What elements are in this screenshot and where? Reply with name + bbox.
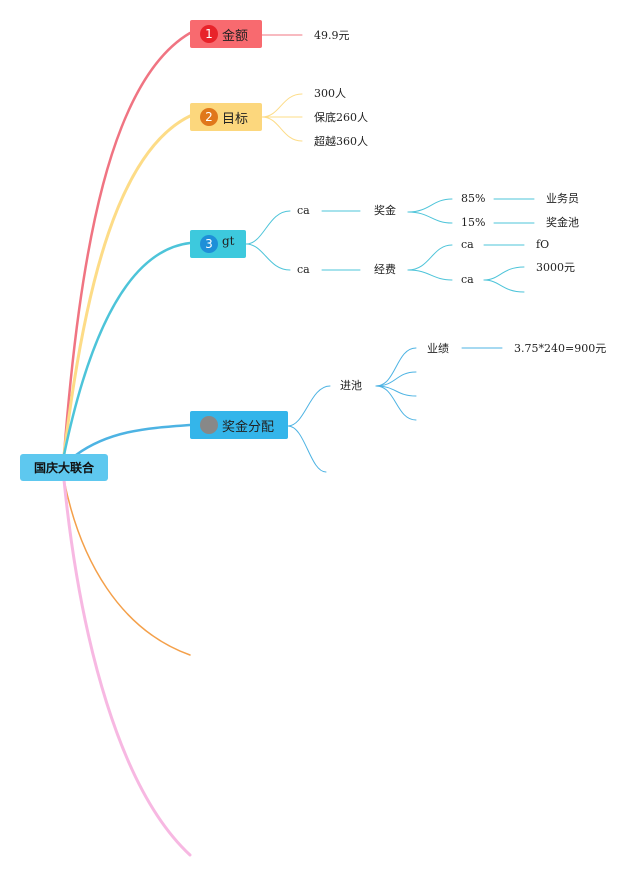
connector-funds-ca-a <box>407 244 453 271</box>
gt-funds-sub2[interactable]: ca <box>461 273 474 286</box>
amount-value[interactable]: 49.9元 <box>314 29 350 42</box>
connector-bonus-pool <box>287 385 331 427</box>
root-topic[interactable]: 国庆大联合 <box>20 454 108 481</box>
connector-gt-ca1 <box>245 210 291 245</box>
root-label: 国庆大联合 <box>33 461 94 475</box>
connector-target-1 <box>261 93 303 118</box>
topic-bonus-distribution-label: 奖金分配 <box>222 419 275 435</box>
topic-target[interactable]: 2 目标 <box>190 103 262 131</box>
topic-gt-label: gt <box>222 234 235 248</box>
gt-pool-node[interactable]: 奖金池 <box>546 216 579 229</box>
topic-bonus-distribution[interactable]: 4 奖金分配 <box>190 411 288 439</box>
connector-bonus-15 <box>407 211 453 224</box>
number-3-icon: 3 <box>200 235 218 253</box>
number-2-icon: 2 <box>200 108 218 126</box>
topic-gt[interactable]: 3 gt <box>190 230 246 258</box>
target-item-3[interactable]: 超越360人 <box>314 135 368 148</box>
connector-gt-ca2 <box>245 243 291 271</box>
target-item-1[interactable]: 300人 <box>314 87 346 100</box>
connector-target-3 <box>261 116 303 142</box>
connector-pool-empty-1 <box>375 371 417 387</box>
bonus-pool-node[interactable]: 进池 <box>340 379 362 392</box>
connector-pool-empty-3 <box>375 385 417 421</box>
branch-line-gt <box>62 241 192 457</box>
gt-funds-sub1-target[interactable]: fO <box>536 238 550 251</box>
gt-funds-sub2-target[interactable]: 3000元 <box>536 261 575 274</box>
branch-line-amount <box>62 31 192 457</box>
gt-pct-85[interactable]: 85% <box>461 192 486 205</box>
gt-branch1-label[interactable]: ca <box>297 204 310 217</box>
connector-ca-b-empty <box>483 279 525 293</box>
gt-funds-node[interactable]: 经费 <box>374 263 396 276</box>
gt-bonus-node[interactable]: 奖金 <box>374 204 396 217</box>
bonus-performance-value[interactable]: 3.75*240=900元 <box>514 342 607 355</box>
connector-bonus-empty <box>287 425 327 473</box>
branch-line-orange <box>63 479 191 656</box>
branch-line-pink <box>62 478 192 857</box>
gt-funds-sub1[interactable]: ca <box>461 238 474 251</box>
branch-line-target <box>62 114 192 457</box>
number-4-icon: 4 <box>200 416 218 434</box>
branch-line-bonus <box>74 423 192 457</box>
gt-pct-15[interactable]: 15% <box>461 216 486 229</box>
topic-amount[interactable]: 1 金额 <box>190 20 262 48</box>
gt-branch2-label[interactable]: ca <box>297 263 310 276</box>
target-item-2[interactable]: 保底260人 <box>314 111 368 124</box>
connector-bonus-85 <box>407 198 453 213</box>
connector-funds-ca-b <box>407 269 453 281</box>
connector-pool-perf <box>375 347 417 387</box>
topic-target-label: 目标 <box>222 111 249 127</box>
connector-ca-b-3000 <box>483 266 525 281</box>
topic-amount-label: 金额 <box>222 28 249 44</box>
gt-staff-node[interactable]: 业务员 <box>546 192 579 205</box>
bonus-performance-node[interactable]: 业绩 <box>427 342 449 355</box>
number-1-icon: 1 <box>200 25 218 43</box>
